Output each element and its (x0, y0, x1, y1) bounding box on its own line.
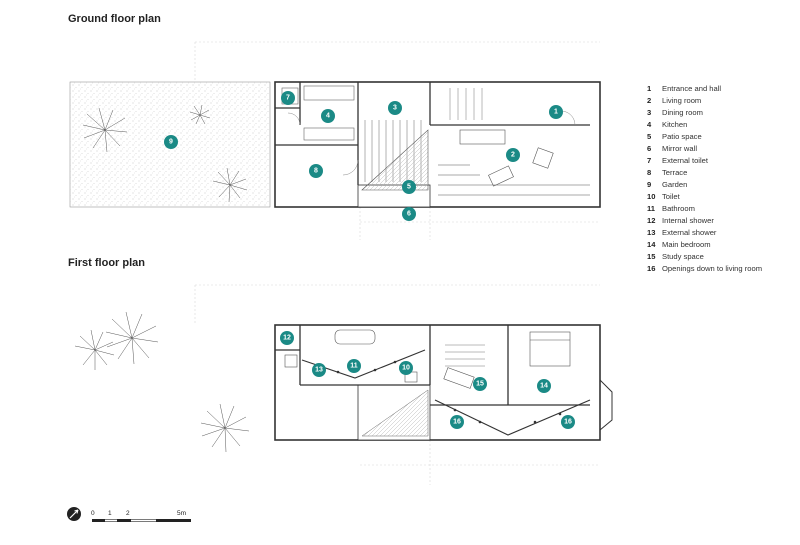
room-marker: 14 (537, 379, 551, 393)
room-marker: 2 (506, 148, 520, 162)
room-marker: 4 (321, 109, 335, 123)
north-arrow-icon (67, 507, 81, 521)
first-house-outline (274, 324, 601, 441)
room-marker: 13 (312, 363, 326, 377)
svg-text:15: 15 (476, 381, 484, 388)
svg-text:11: 11 (350, 363, 358, 370)
svg-text:3: 3 (393, 105, 397, 112)
svg-text:8: 8 (314, 168, 318, 175)
ground-floor-markers: 7 4 3 1 9 2 8 5 6 (164, 91, 563, 221)
svg-text:5: 5 (407, 184, 411, 191)
first-floor-markers: 12 11 10 13 15 14 16 16 (280, 331, 575, 429)
svg-text:1: 1 (554, 109, 558, 116)
room-marker: 16 (450, 415, 464, 429)
room-marker: 11 (347, 359, 361, 373)
first-floor-title: First floor plan (68, 257, 145, 269)
svg-text:16: 16 (453, 419, 461, 426)
svg-text:16: 16 (564, 419, 572, 426)
first-floor-trees (74, 311, 250, 453)
scale-tick-2: 2 (126, 510, 130, 517)
svg-text:2: 2 (511, 152, 515, 159)
first-floor-plan (74, 284, 613, 485)
scale-bar: 0 1 2 5m (91, 510, 191, 522)
svg-text:10: 10 (402, 365, 410, 372)
svg-text:7: 7 (286, 95, 290, 102)
scale-tick-0: 0 (91, 510, 95, 517)
svg-text:12: 12 (283, 335, 291, 342)
ground-floor-plan (69, 41, 601, 240)
room-marker: 9 (164, 135, 178, 149)
room-marker: 3 (388, 101, 402, 115)
room-marker: 1 (549, 105, 563, 119)
room-marker: 16 (561, 415, 575, 429)
room-marker: 12 (280, 331, 294, 345)
svg-text:4: 4 (326, 113, 330, 120)
svg-text:14: 14 (540, 383, 548, 390)
svg-text:13: 13 (315, 367, 323, 374)
room-marker: 15 (473, 377, 487, 391)
room-marker: 5 (402, 180, 416, 194)
svg-text:9: 9 (169, 139, 173, 146)
room-marker: 8 (309, 164, 323, 178)
room-marker: 6 (402, 207, 416, 221)
ground-floor-title: Ground floor plan (68, 13, 161, 25)
svg-text:6: 6 (407, 211, 411, 218)
room-marker: 7 (281, 91, 295, 105)
scale-tick-1: 1 (108, 510, 112, 517)
scale-tick-5m: 5m (177, 510, 186, 517)
garden-trees (82, 104, 248, 203)
room-marker: 10 (399, 361, 413, 375)
